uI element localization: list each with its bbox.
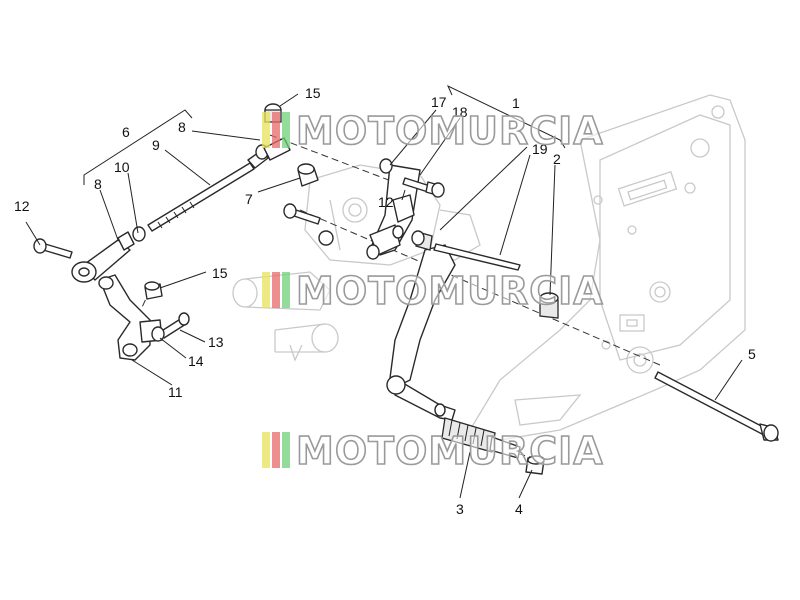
callout-1: 1: [512, 95, 520, 111]
watermark-stripe: [272, 112, 280, 148]
callout-13: 13: [208, 334, 224, 350]
watermark-text: MOTOMURCIA: [296, 109, 604, 153]
callout-7: 7: [245, 191, 253, 207]
callout-5: 5: [748, 346, 756, 362]
watermark-stripe: [282, 272, 290, 308]
callout-10: 10: [114, 159, 130, 175]
nut-7: [297, 163, 319, 187]
callout-8-lower: 8: [94, 176, 102, 192]
bushing-2: [539, 292, 559, 319]
callout-15-lower: 15: [212, 265, 228, 281]
callout-3: 3: [456, 501, 464, 517]
nut-15-lower: [144, 281, 163, 300]
watermark-top: MOTOMURCIA: [262, 108, 604, 154]
watermark-stripe: [262, 112, 270, 148]
watermark-text: MOTOMURCIA: [296, 269, 604, 313]
leader-lines: [25, 93, 743, 499]
callout-8-upper: 8: [178, 119, 186, 135]
callout-2: 2: [553, 151, 561, 167]
frame-plate: [469, 94, 746, 441]
callout-6: 6: [122, 124, 130, 140]
callout-17: 17: [431, 94, 447, 110]
callout-12-left: 12: [14, 198, 30, 214]
callout-12-upper: 12: [378, 194, 394, 210]
gear-lever: [386, 244, 521, 459]
callout-15-upper: 15: [305, 85, 321, 101]
callout-11: 11: [168, 384, 183, 400]
watermark-stripe: [262, 272, 270, 308]
watermark-stripe: [282, 432, 290, 468]
nut-4: [525, 455, 545, 475]
callout-4: 4: [515, 501, 523, 517]
pivot-bolt-5: [654, 371, 779, 442]
callout-18: 18: [452, 104, 468, 120]
group-brackets: [83, 84, 566, 185]
bolt-12-left: [33, 238, 73, 259]
watermark-stripe: [272, 432, 280, 468]
bolt-12-upper: [402, 177, 445, 198]
watermark-stripe: [262, 432, 270, 468]
callout-19: 19: [532, 141, 548, 157]
watermark-text: MOTOMURCIA: [296, 429, 604, 473]
rod-end-8-lower: [71, 231, 135, 283]
callout-9: 9: [152, 137, 160, 153]
watermark-stripe: [272, 272, 280, 308]
watermark-middle: MOTOMURCIA: [262, 268, 604, 314]
callout-numbers: 1 2 3 4 5 6 7 8 8 9 10 11 12 12 13 14 15…: [14, 85, 756, 517]
watermark-stripe: [282, 112, 290, 148]
bolt-13-washer-14: [151, 312, 190, 342]
watermark-bottom: MOTOMURCIA: [262, 428, 604, 474]
pivot-shaft-assembly: [283, 158, 521, 271]
callout-14: 14: [188, 353, 204, 369]
